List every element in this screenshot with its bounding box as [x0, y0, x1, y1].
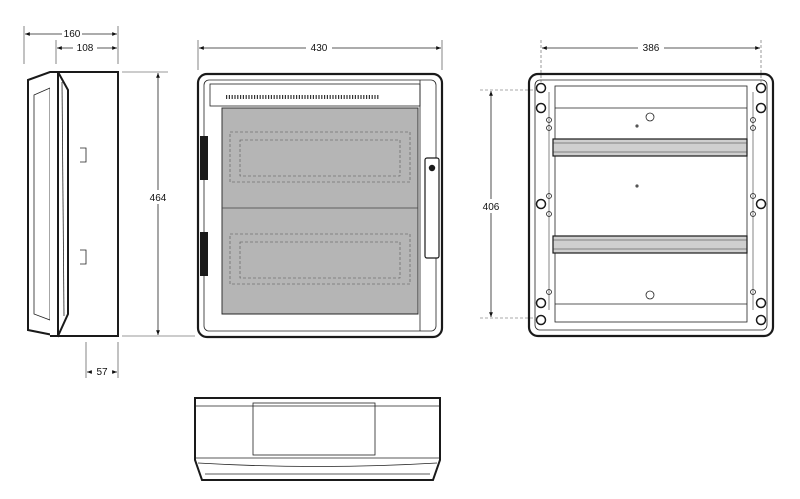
din-rail-bottom: [552, 235, 748, 254]
front-view-dimensions: 430: [197, 40, 443, 70]
lock-icon: [428, 164, 436, 172]
door-handle: [424, 157, 440, 259]
dim-front-width: 430: [311, 43, 328, 54]
bottom-view: [194, 397, 441, 481]
side-view-dimensions: 160 108 464 57: [23, 26, 195, 378]
dim-height: 464: [150, 193, 167, 204]
hinge-top: [200, 136, 208, 180]
dim-side-inner-depth: 108: [77, 43, 94, 54]
dim-side-bottom: 57: [96, 367, 108, 378]
din-rail-top: [552, 138, 748, 157]
dim-back-width: 386: [643, 43, 660, 54]
back-view: [527, 72, 775, 338]
side-view: [27, 71, 119, 338]
dim-back-mount-height: 406: [483, 202, 500, 213]
front-view: [196, 72, 444, 339]
hinge-bottom: [200, 232, 208, 276]
dim-side-depth: 160: [64, 29, 81, 40]
transparent-window: [221, 107, 419, 315]
mounting-screws: [535, 82, 767, 326]
back-view-dimensions: 386 406: [478, 40, 762, 319]
